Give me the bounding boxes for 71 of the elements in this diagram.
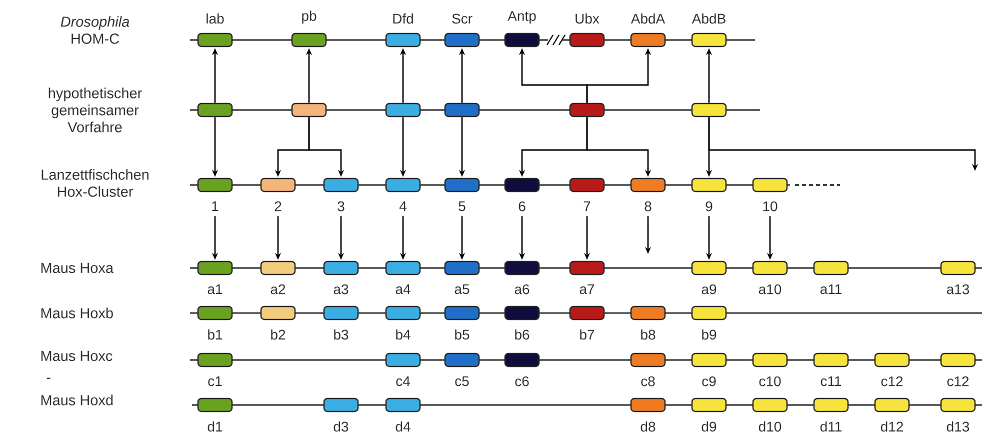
row-label: Drosophila HOM-C bbox=[60, 16, 130, 44]
row-label: Lanzettfischchen Hox-Cluster bbox=[42, 169, 148, 197]
gene-label: b8 bbox=[641, 329, 656, 340]
gene-label: Ubx bbox=[576, 13, 600, 24]
gene-label: 1 bbox=[212, 201, 218, 211]
gene-box bbox=[691, 102, 727, 118]
gene-label: AbdA bbox=[630, 13, 666, 24]
gene-label: b5 bbox=[455, 329, 470, 340]
gene-label: d12 bbox=[880, 421, 903, 432]
gene-label: c12 bbox=[947, 376, 969, 386]
gene-label: c12 bbox=[881, 376, 903, 386]
gene-label: a13 bbox=[946, 284, 970, 294]
row-label: Maus Hoxb bbox=[41, 308, 113, 318]
gene-label: 9 bbox=[706, 201, 712, 212]
gene-label: c6 bbox=[515, 376, 529, 386]
gene-label: 10 bbox=[763, 201, 778, 212]
gene-box bbox=[569, 102, 605, 118]
row-label: Maus Hoxa bbox=[41, 262, 114, 274]
gene-label: b1 bbox=[208, 329, 222, 340]
gene-label: 6 bbox=[518, 201, 526, 212]
gene-label: d8 bbox=[640, 421, 656, 432]
gene-label: c11 bbox=[820, 376, 842, 386]
gene-label: a5 bbox=[454, 284, 470, 294]
gene-label: c1 bbox=[208, 376, 222, 386]
gene-label: b4 bbox=[396, 329, 410, 340]
gene-label: a4 bbox=[396, 284, 410, 294]
gene-label: 5 bbox=[458, 201, 466, 212]
gene-label: a2 bbox=[270, 284, 286, 294]
gene-box bbox=[385, 102, 421, 118]
gene-label: a11 bbox=[820, 284, 842, 294]
gene-label: d13 bbox=[946, 421, 970, 432]
row-label: Maus Hoxc bbox=[41, 350, 112, 362]
gene-label: 2 bbox=[274, 201, 282, 212]
gene-label: d10 bbox=[758, 421, 782, 432]
gene-label: b9 bbox=[702, 329, 716, 340]
gene-label: 8 bbox=[644, 201, 652, 212]
gene-label: lab bbox=[206, 13, 224, 24]
gene-label: 7 bbox=[584, 201, 590, 211]
gene-label: c4 bbox=[396, 376, 410, 386]
gene-label: 3 bbox=[338, 201, 344, 212]
gene-label: pb bbox=[302, 10, 316, 24]
gene-label: 4 bbox=[399, 201, 406, 211]
gene-label: c5 bbox=[455, 376, 469, 386]
gene-label: c8 bbox=[641, 376, 655, 386]
gene-box bbox=[291, 102, 327, 118]
gene-label: a9 bbox=[702, 284, 716, 294]
gene-label: a6 bbox=[514, 284, 530, 294]
row-label: Maus Hoxd bbox=[41, 394, 113, 406]
gene-label: a3 bbox=[334, 284, 348, 294]
gene-label: a10 bbox=[758, 284, 782, 294]
gene-label: a1 bbox=[208, 284, 222, 294]
gene-label: Scr bbox=[452, 14, 472, 24]
gene-label: c9 bbox=[702, 376, 716, 386]
gene-label: b2 bbox=[271, 329, 286, 340]
gene-label: Antp bbox=[508, 11, 536, 24]
gene-label: AbdB bbox=[692, 13, 726, 24]
gene-label: d9 bbox=[702, 421, 716, 432]
gene-label: d11 bbox=[820, 421, 842, 432]
gene-box bbox=[444, 102, 480, 118]
gene-label: d1 bbox=[208, 421, 222, 432]
gene-label: b7 bbox=[580, 329, 594, 340]
gene-label: d4 bbox=[396, 421, 410, 432]
row-label: hypothetischer gemeinsamer Vorfahre bbox=[48, 88, 142, 132]
gene-label: d3 bbox=[334, 421, 348, 432]
gene-label: b3 bbox=[334, 329, 348, 340]
gene-label: Dfd bbox=[393, 13, 413, 24]
gene-label: a7 bbox=[580, 284, 594, 294]
gene-box bbox=[197, 102, 233, 118]
row-label: - bbox=[46, 378, 50, 379]
gene-label: b6 bbox=[515, 329, 530, 340]
gene-label: c10 bbox=[759, 376, 781, 386]
